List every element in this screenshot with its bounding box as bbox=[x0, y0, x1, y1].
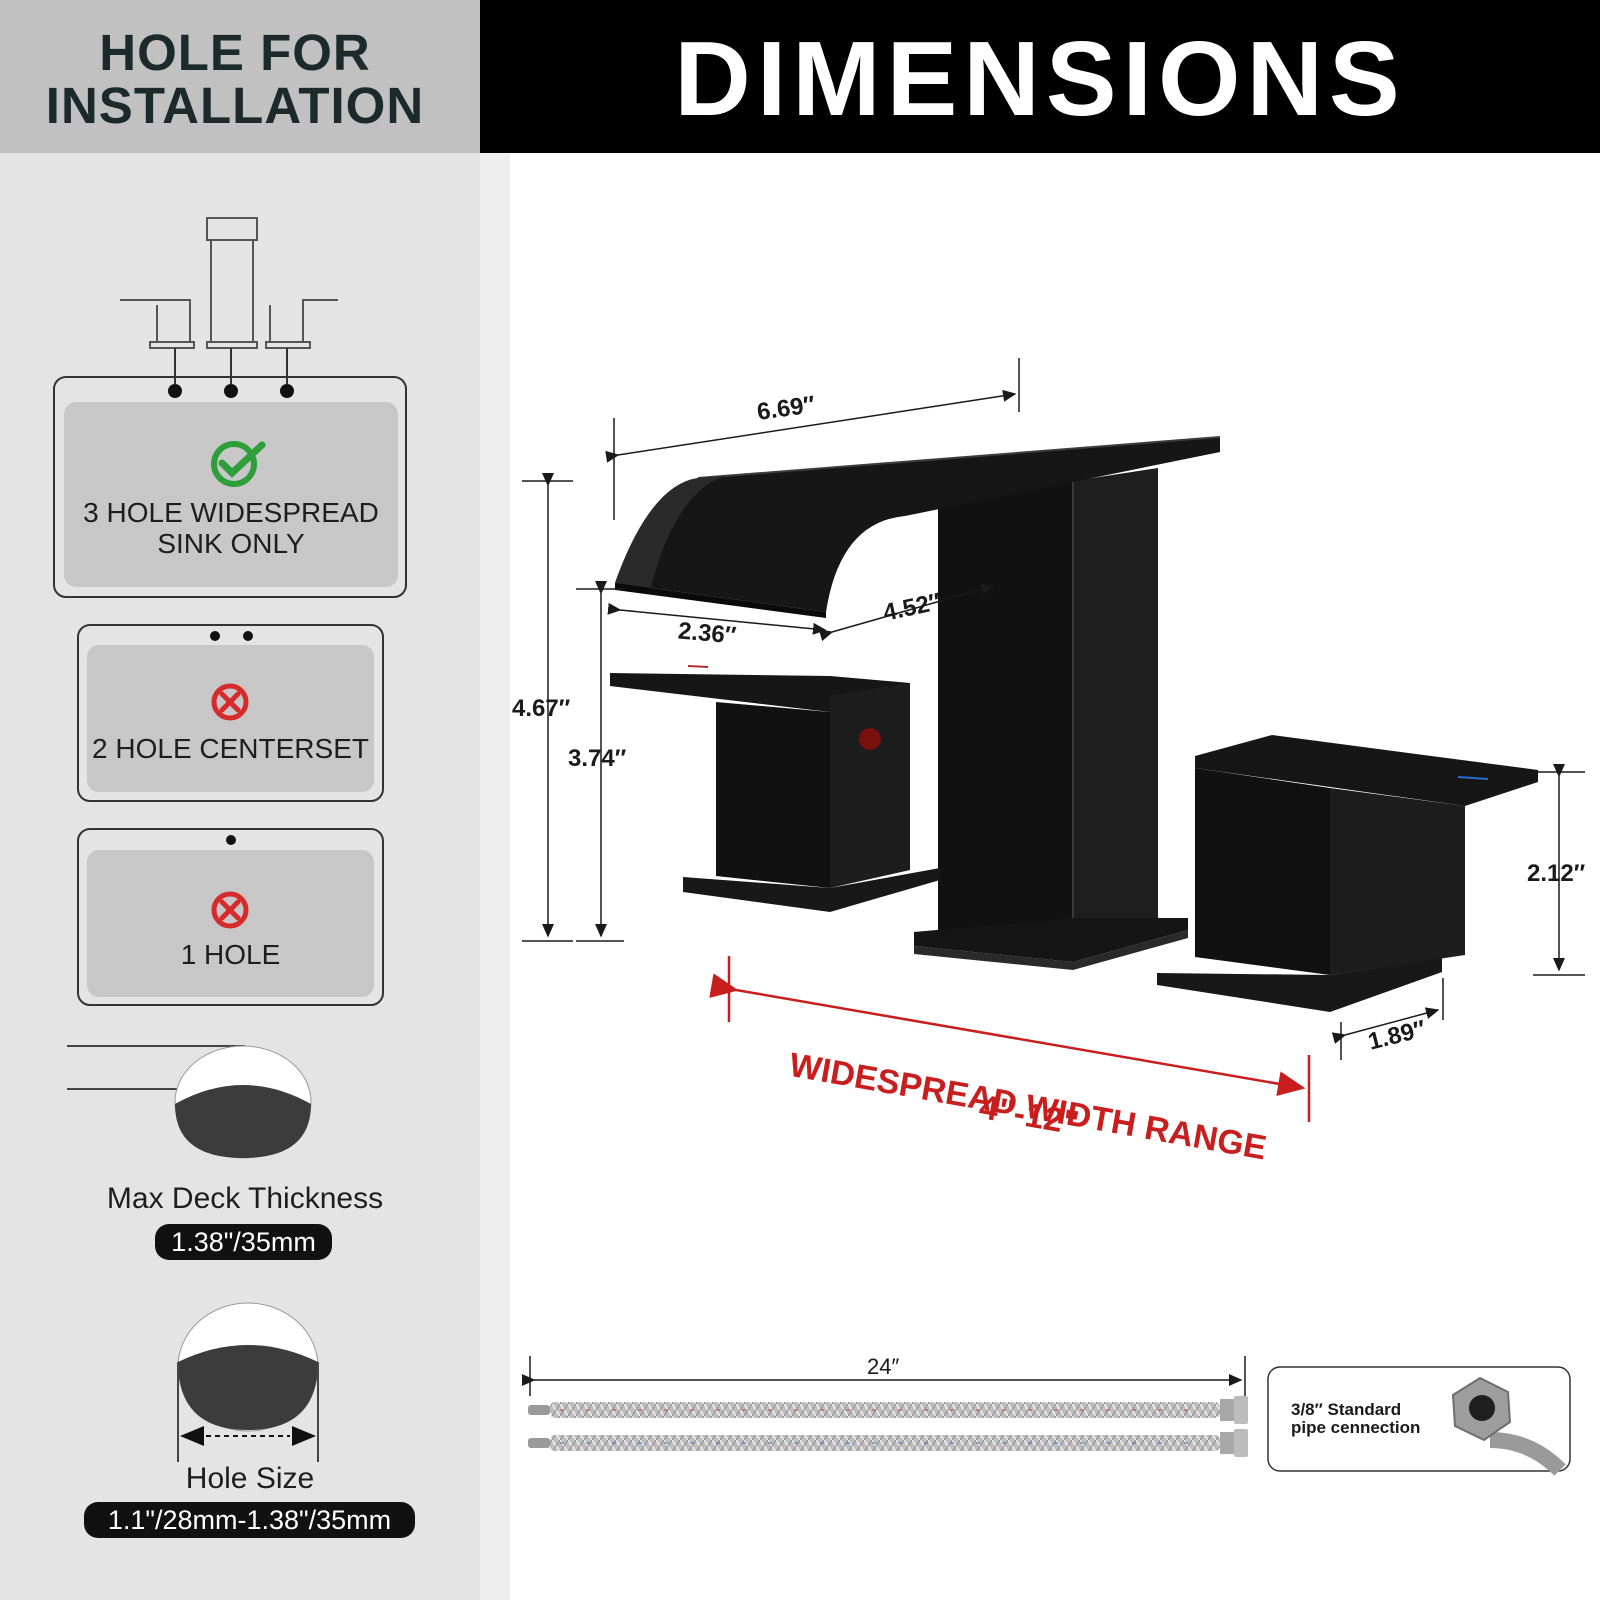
option-card-2-hole bbox=[77, 624, 384, 802]
pipe-connector-icon bbox=[1451, 1376, 1566, 1476]
dim-spout-height: 3.74″ bbox=[568, 745, 627, 772]
option-1-hole-label: 1 HOLE bbox=[180, 939, 281, 970]
hole-size-value: 1.1"/28mm-1.38"/35mm bbox=[84, 1502, 415, 1538]
cross-icon bbox=[211, 891, 249, 929]
dim-spout-opening: 2.36″ bbox=[676, 617, 738, 650]
hole-size-label: Hole Size bbox=[185, 1462, 315, 1495]
deck-thickness-label: Max Deck Thickness bbox=[106, 1182, 384, 1215]
check-icon bbox=[211, 441, 266, 487]
option-2-hole-label: 2 HOLE CENTERSET bbox=[92, 733, 369, 764]
dimension-lines bbox=[522, 358, 1585, 1060]
option-card-3-hole bbox=[53, 348, 407, 598]
option-card-1-hole bbox=[77, 828, 384, 1006]
installation-title: HOLE FOR INSTALLATION bbox=[45, 24, 425, 134]
option-3-hole-label: 3 HOLE WIDESPREAD SINK ONLY bbox=[83, 497, 379, 559]
dim-handle-height: 2.12″ bbox=[1527, 860, 1586, 887]
width-range-arrow bbox=[709, 956, 1311, 1122]
faucet-product-image bbox=[610, 436, 1538, 1012]
hole-size-icon bbox=[177, 1302, 319, 1462]
supply-hoses-image bbox=[522, 1356, 1248, 1457]
connection-label: 3/8″ Standard pipe cennection bbox=[1291, 1400, 1421, 1437]
page-title: DIMENSIONS bbox=[674, 20, 1406, 138]
faucet-sketch-icon bbox=[120, 217, 338, 349]
dim-total-height: 4.67″ bbox=[512, 695, 571, 722]
deck-thickness-value: 1.38"/35mm bbox=[155, 1224, 332, 1260]
panel-shadow bbox=[480, 153, 510, 1600]
deck-thickness-icon bbox=[67, 1045, 312, 1159]
installation-header bbox=[0, 0, 480, 153]
cross-icon bbox=[211, 683, 249, 721]
hose-length: 24″ bbox=[867, 1354, 900, 1379]
title-bar bbox=[480, 0, 1600, 153]
